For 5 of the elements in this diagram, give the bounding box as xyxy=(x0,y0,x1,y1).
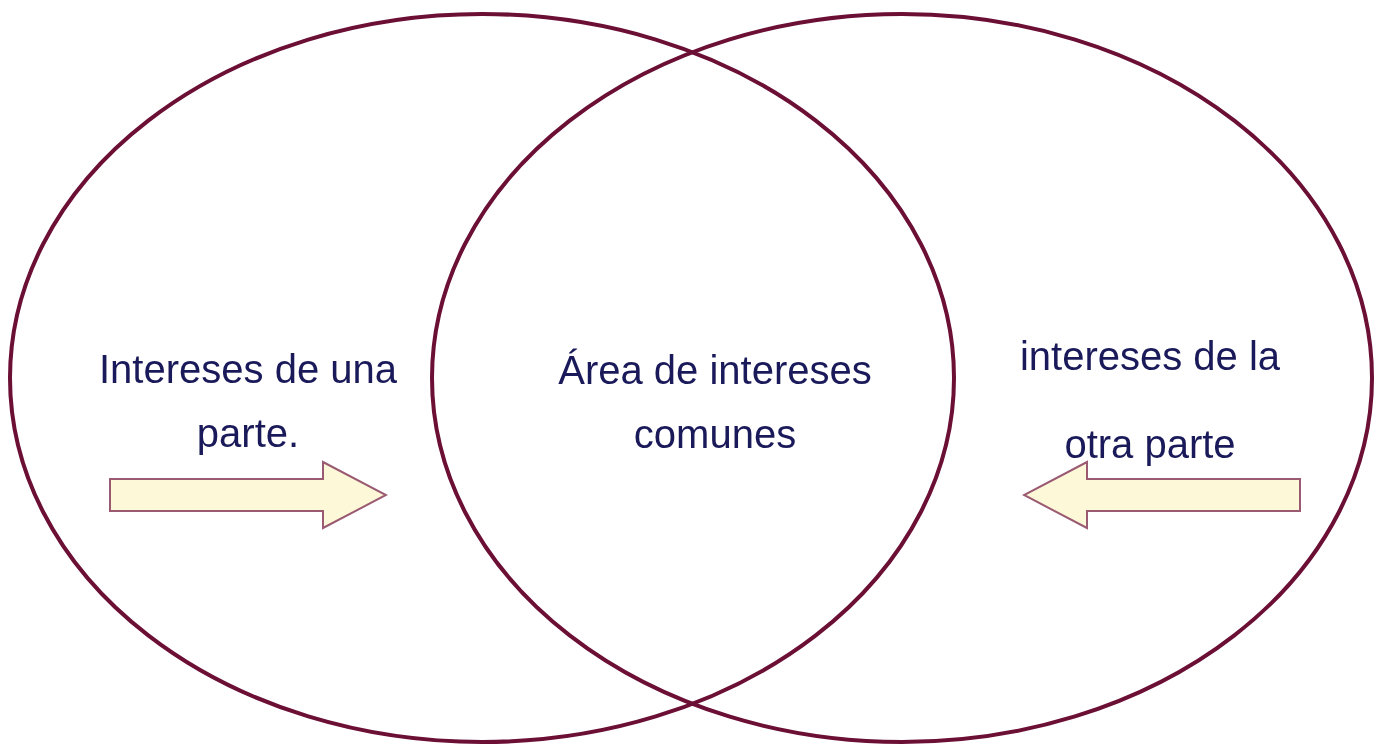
venn-circle xyxy=(8,12,956,744)
venn-circle xyxy=(430,12,1374,744)
circle-label: intereses de la otra parte xyxy=(1018,333,1282,468)
circle-label: Intereses de una parte. xyxy=(98,346,398,457)
overlap-label: Área de intereses comunes xyxy=(557,347,873,458)
